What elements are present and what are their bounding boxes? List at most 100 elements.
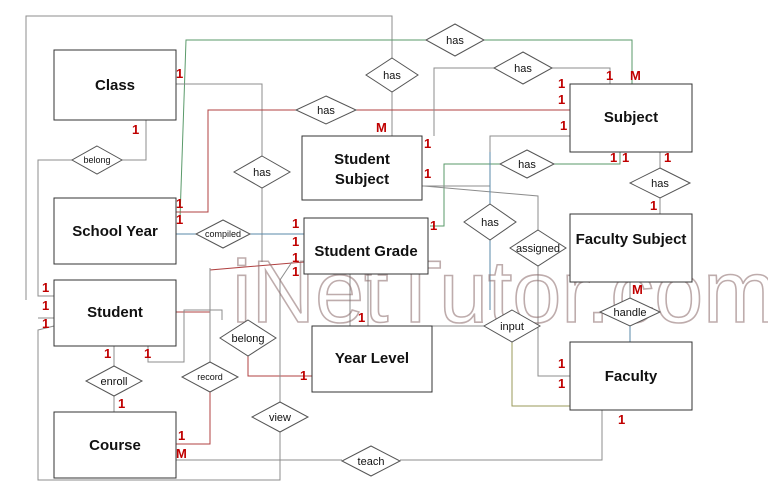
card-subject-a: 1	[558, 76, 565, 91]
rel-has-center[interactable]: has	[463, 203, 517, 241]
card-course-m: M	[176, 446, 187, 461]
card-faculty-subject-top: 1	[650, 198, 657, 213]
rel-teach-label: teach	[358, 456, 385, 468]
connector-teach-faculty	[400, 410, 603, 461]
card-student-grade-c: 1	[292, 250, 299, 265]
entity-student-grade[interactable]: Student Grade	[303, 217, 429, 275]
rel-input-label: input	[500, 321, 524, 333]
rel-handle-label: handle	[613, 307, 646, 319]
card-student-grade-a: 1	[292, 216, 299, 231]
rel-teach[interactable]: teach	[340, 445, 402, 477]
entity-faculty[interactable]: Faculty	[569, 341, 693, 411]
entity-school-year[interactable]: School Year	[53, 197, 177, 265]
card-faculty-bottom: 1	[618, 412, 625, 427]
card-subject-b: 1	[606, 68, 613, 83]
card-year-level-a: 1	[358, 310, 365, 325]
cardinality-labels: 1 1 1 1 1 1 1 1 1 1 1 M M 1 1 1 1 1 1 1 …	[42, 66, 671, 461]
connector-student-belong	[147, 309, 223, 363]
connector-course-record	[176, 392, 211, 445]
rel-has-class-subject-label: has	[317, 105, 335, 117]
rel-belong-year[interactable]: belong	[219, 319, 277, 357]
card-subject-m: M	[630, 68, 641, 83]
rel-has-faculty-subject[interactable]: has	[628, 167, 692, 199]
rel-has-subject-left[interactable]: has	[492, 51, 554, 85]
entity-class-label: Class	[95, 77, 135, 94]
entity-class[interactable]: Class	[53, 49, 177, 121]
card-subject-d: 1	[560, 118, 567, 133]
entity-student[interactable]: Student	[53, 279, 177, 347]
rel-has-top[interactable]: has	[424, 23, 486, 57]
rel-compiled[interactable]: compiled	[194, 219, 252, 249]
rel-has-subject-grade[interactable]: has	[498, 149, 556, 179]
entity-year-level-label: Year Level	[335, 350, 409, 367]
entity-year-level[interactable]: Year Level	[311, 325, 433, 393]
card-class-bottom: 1	[132, 122, 139, 137]
entity-course[interactable]: Course	[53, 411, 177, 479]
card-faculty-a: 1	[558, 356, 565, 371]
connector-has-top-subject-right	[484, 39, 633, 84]
connector-studsubj-has-subject	[433, 67, 494, 136]
rel-belong-year-label: belong	[231, 333, 264, 345]
card-student-grade-right: 1	[430, 218, 437, 233]
entity-faculty-subject[interactable]: Faculty Subject	[569, 213, 693, 283]
entity-student-grade-label: Student Grade	[314, 243, 417, 260]
rel-assigned-label: assigned	[516, 243, 560, 255]
card-student-subject-b: 1	[424, 166, 431, 181]
card-student-subject-m: M	[376, 120, 387, 135]
card-subject-g: 1	[664, 150, 671, 165]
rel-has-student-subject-label: has	[383, 70, 401, 82]
connector-lines	[25, 15, 661, 481]
rel-belong-class[interactable]: belong	[70, 145, 124, 175]
connector-has-grade-left	[430, 163, 500, 227]
connector-has-top-subject	[179, 39, 426, 219]
card-school-year-b: 1	[176, 212, 183, 227]
connector-class-belong	[122, 120, 147, 161]
card-faculty-b: 1	[558, 376, 565, 391]
entity-student-subject-line2: Subject	[335, 171, 389, 188]
rel-has-subject-left-label: has	[514, 63, 532, 75]
rel-has-mid[interactable]: has	[232, 155, 292, 189]
rel-has-faculty-subject-label: has	[651, 178, 669, 190]
rel-enroll[interactable]: enroll	[84, 365, 144, 397]
rel-has-center-label: has	[481, 217, 499, 229]
connector-student-view	[37, 325, 281, 481]
entity-faculty-subject-label: Faculty Subject	[576, 231, 687, 248]
card-student-grade-d: 1	[292, 264, 299, 279]
rel-has-top-label: has	[446, 35, 464, 47]
rel-has-student-subject[interactable]: has	[365, 57, 419, 93]
rel-input[interactable]: input	[482, 309, 542, 343]
card-course-right: 1	[178, 428, 185, 443]
rel-view[interactable]: view	[250, 401, 310, 433]
card-year-level-b: 1	[300, 368, 307, 383]
rel-handle[interactable]: handle	[598, 297, 662, 327]
rel-view-label: view	[269, 412, 291, 424]
rel-compiled-label: compiled	[205, 229, 241, 239]
rel-assigned[interactable]: assigned	[509, 229, 567, 267]
card-faculty-subject-m: M	[632, 282, 643, 297]
card-school-year-a: 1	[176, 196, 183, 211]
card-subject-e: 1	[610, 150, 617, 165]
connector-assigned-top	[423, 185, 539, 230]
card-student-bottom-b: 1	[144, 346, 151, 361]
card-student-bottom-a: 1	[104, 346, 111, 361]
card-subject-c: 1	[558, 92, 565, 107]
card-student-c: 1	[42, 316, 49, 331]
entity-faculty-label: Faculty	[605, 368, 658, 385]
entity-school-year-label: School Year	[72, 223, 158, 240]
entity-student-subject-line1: Student	[334, 151, 390, 168]
rel-enroll-label: enroll	[101, 376, 128, 388]
entity-student-label: Student	[87, 304, 143, 321]
connector-input-faculty	[511, 340, 570, 407]
card-student-subject-a: 1	[424, 136, 431, 151]
connector-view-grade	[279, 261, 293, 402]
card-course-enroll: 1	[118, 396, 125, 411]
rel-has-mid-label: has	[253, 167, 271, 179]
card-student-grade-b: 1	[292, 234, 299, 249]
entity-student-subject[interactable]: Student Subject	[301, 135, 423, 201]
card-subject-f: 1	[622, 150, 629, 165]
entity-subject[interactable]: Subject	[569, 83, 693, 153]
rel-record[interactable]: record	[180, 361, 240, 393]
connector-has-subject-right	[552, 67, 611, 84]
rel-has-class-subject[interactable]: has	[294, 95, 358, 125]
